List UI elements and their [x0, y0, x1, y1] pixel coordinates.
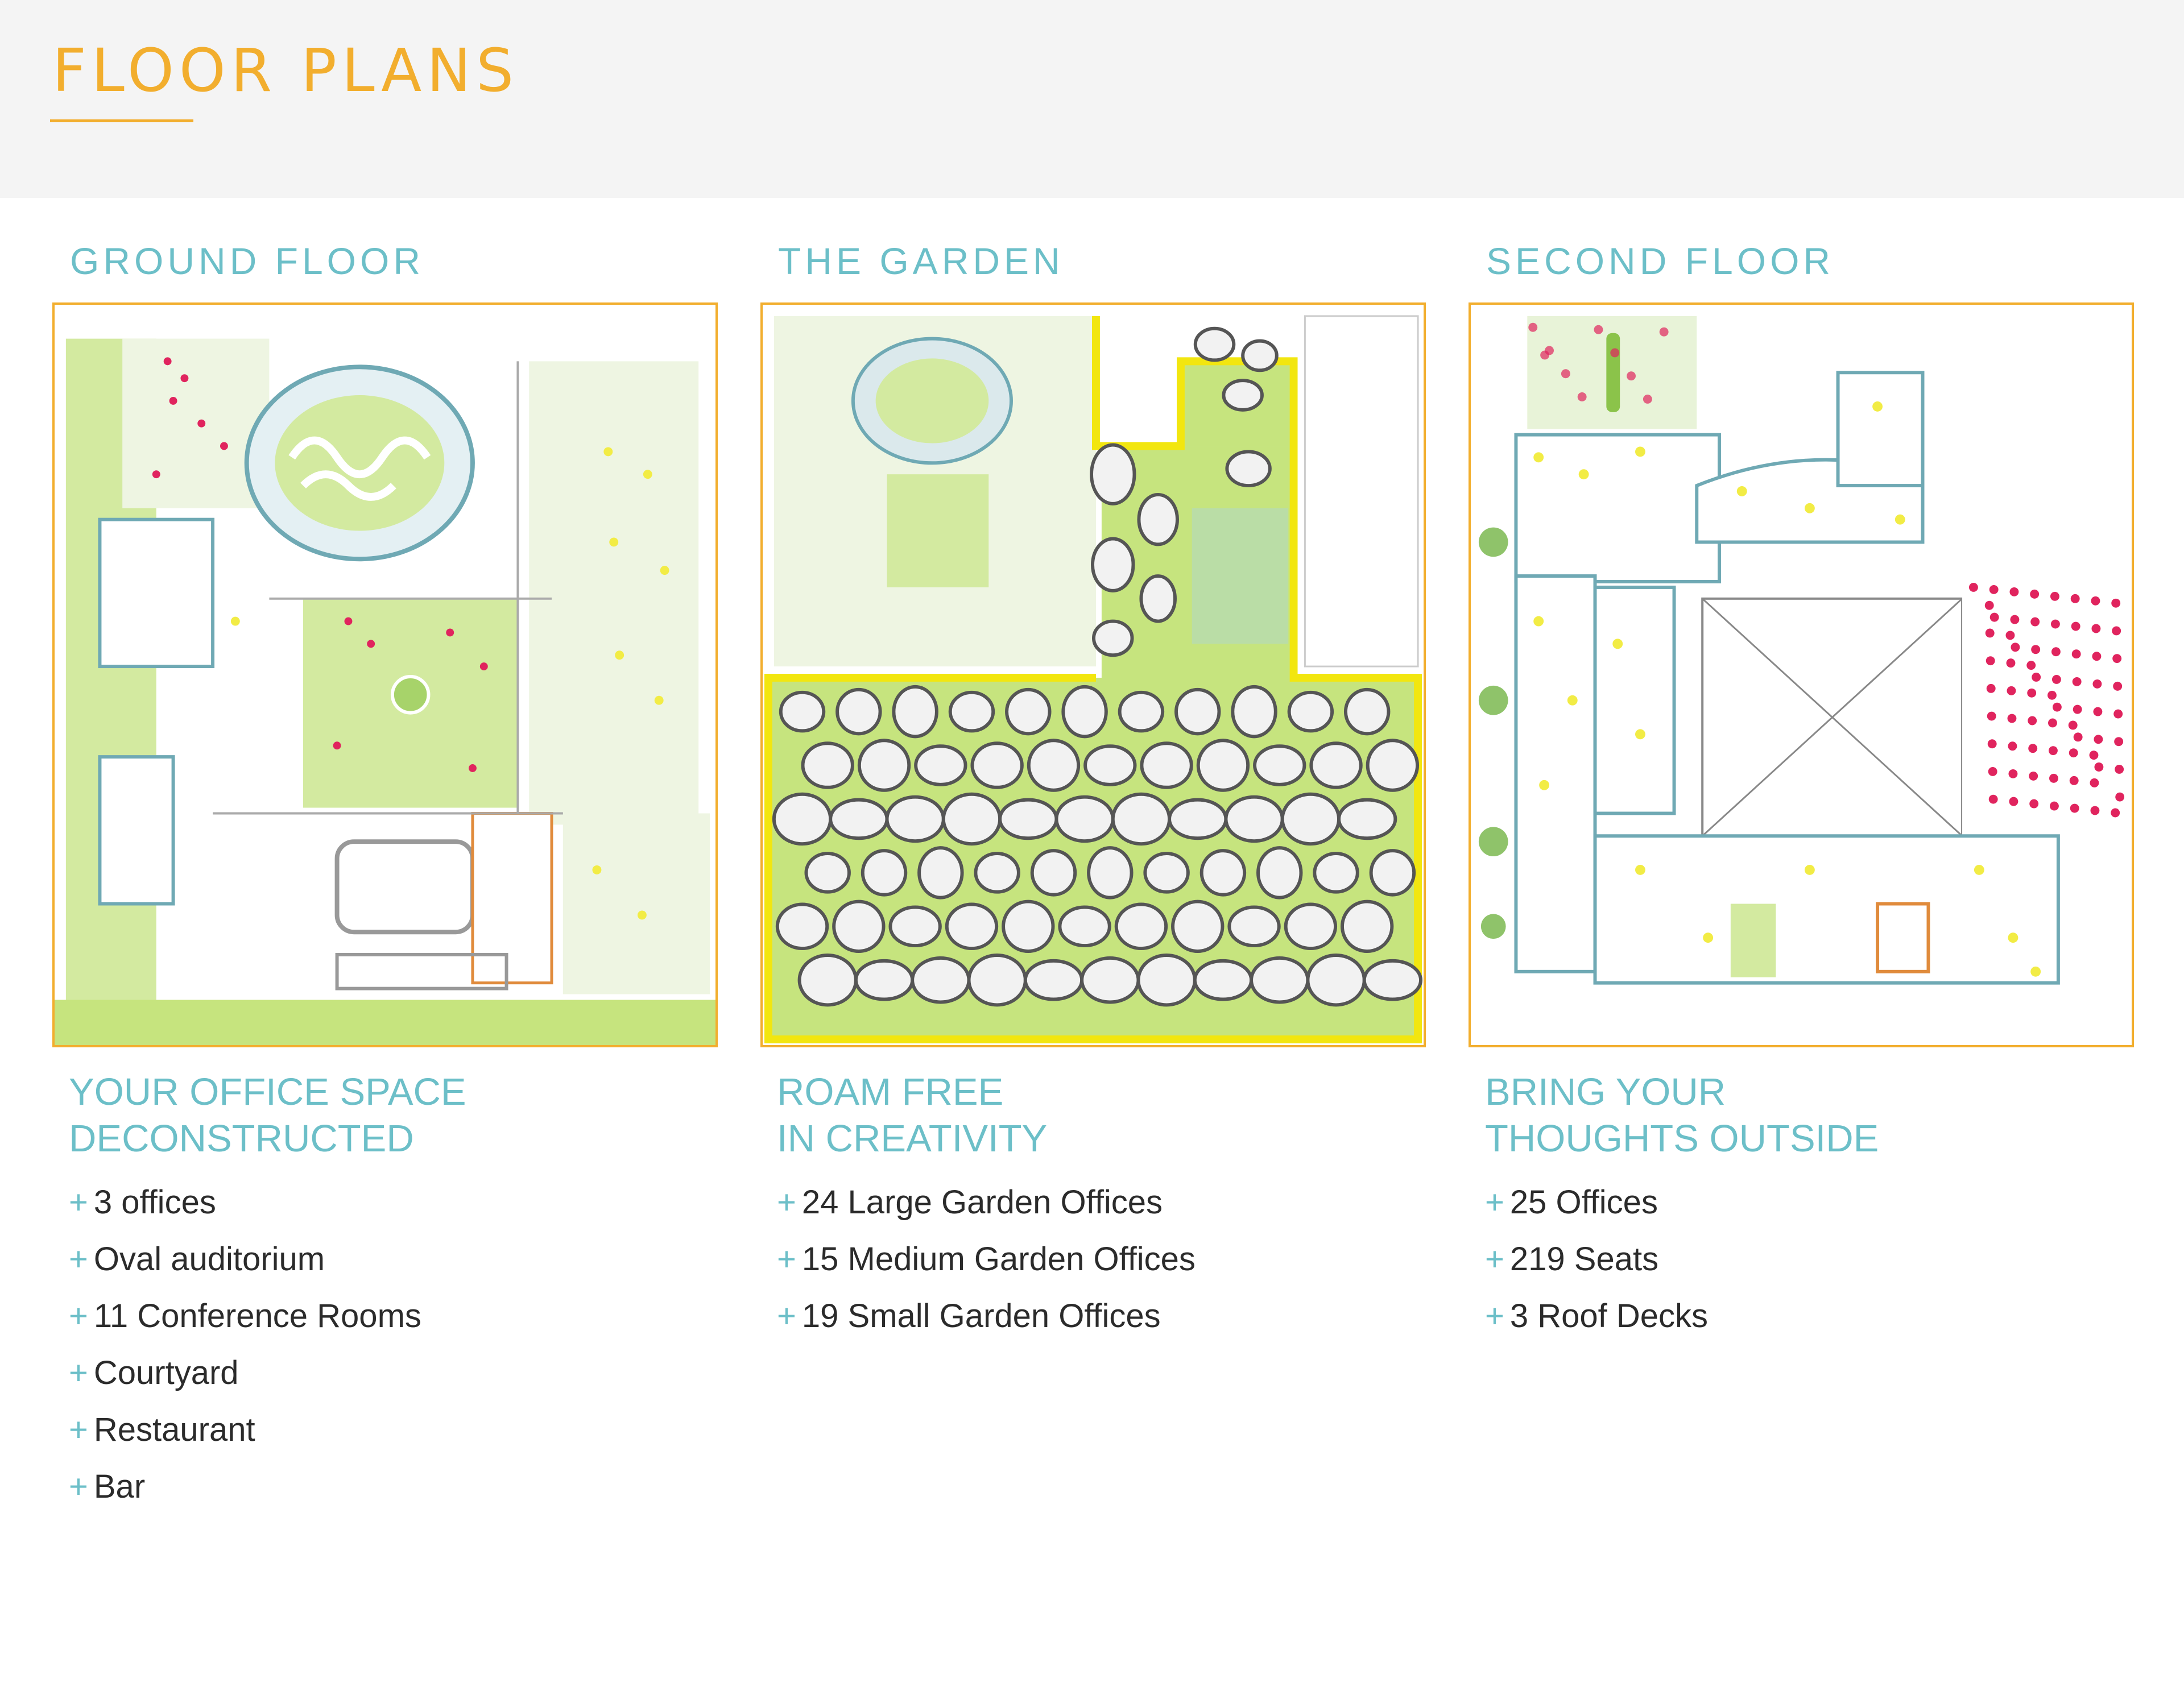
section-tagline: ROAM FREE IN CREATIVITY — [777, 1069, 1047, 1162]
feature-text: 219 Seats — [1509, 1241, 1659, 1278]
plus-icon: + — [69, 1298, 88, 1334]
feature-item: +11 Conference Rooms — [69, 1294, 421, 1350]
feature-text: 3 offices — [93, 1184, 216, 1221]
section-tagline: BRING YOUR THOUGHTS OUTSIDE — [1485, 1069, 1879, 1162]
feature-item: +3 Roof Decks — [1485, 1294, 1708, 1350]
feature-item: +19 Small Garden Offices — [777, 1294, 1196, 1350]
plus-icon: + — [777, 1241, 796, 1278]
ground-floor-plan — [52, 302, 718, 1047]
second-floor-plan-drawing — [1471, 305, 2132, 1045]
feature-text: Courtyard — [93, 1354, 239, 1391]
feature-item: +15 Medium Garden Offices — [777, 1237, 1196, 1294]
feature-text: 15 Medium Garden Offices — [801, 1241, 1196, 1278]
feature-list: +3 offices +Oval auditorium +11 Conferen… — [69, 1180, 421, 1521]
feature-list: +24 Large Garden Offices +15 Medium Gard… — [777, 1180, 1196, 1350]
feature-text: Oval auditorium — [93, 1241, 325, 1278]
feature-text: 24 Large Garden Offices — [801, 1184, 1163, 1221]
ground-floor-plan-drawing — [55, 305, 715, 1045]
feature-item: +Courtyard — [69, 1350, 421, 1407]
feature-item: +Bar — [69, 1464, 421, 1521]
plus-icon: + — [69, 1468, 88, 1505]
plus-icon: + — [69, 1241, 88, 1278]
tagline-line: DECONSTRUCTED — [69, 1117, 414, 1160]
tagline-line: THOUGHTS OUTSIDE — [1485, 1117, 1879, 1160]
section-heading: THE GARDEN — [778, 240, 1064, 282]
tagline-line: ROAM FREE — [777, 1071, 1004, 1113]
plus-icon: + — [777, 1184, 796, 1221]
feature-item: +Oval auditorium — [69, 1237, 421, 1294]
section-heading: GROUND FLOOR — [70, 240, 425, 282]
feature-item: +24 Large Garden Offices — [777, 1180, 1196, 1237]
tagline-line: IN CREATIVITY — [777, 1117, 1048, 1160]
plus-icon: + — [69, 1354, 88, 1391]
page-title: FLOOR PLANS — [52, 36, 519, 105]
feature-item: +Restaurant — [69, 1407, 421, 1464]
second-floor-plan — [1469, 302, 2134, 1047]
garden-plan-drawing — [763, 305, 1424, 1045]
plus-icon: + — [1485, 1184, 1504, 1221]
feature-item: +3 offices — [69, 1180, 421, 1237]
tagline-line: YOUR OFFICE SPACE — [69, 1071, 466, 1113]
feature-text: 19 Small Garden Offices — [801, 1298, 1161, 1334]
section-tagline: YOUR OFFICE SPACE DECONSTRUCTED — [69, 1069, 466, 1162]
plus-icon: + — [1485, 1241, 1504, 1278]
feature-text: 25 Offices — [1509, 1184, 1658, 1221]
feature-text: 11 Conference Rooms — [93, 1298, 421, 1334]
feature-item: +219 Seats — [1485, 1237, 1708, 1294]
plus-icon: + — [69, 1411, 88, 1448]
feature-text: 3 Roof Decks — [1509, 1298, 1709, 1334]
feature-text: Restaurant — [93, 1411, 255, 1448]
tagline-line: BRING YOUR — [1485, 1071, 1726, 1113]
garden-plan — [760, 302, 1426, 1047]
feature-item: +25 Offices — [1485, 1180, 1708, 1237]
feature-list: +25 Offices +219 Seats +3 Roof Decks — [1485, 1180, 1708, 1350]
page-header: FLOOR PLANS — [0, 0, 2184, 198]
plus-icon: + — [777, 1298, 796, 1334]
feature-text: Bar — [93, 1468, 146, 1505]
title-underline — [50, 119, 193, 122]
plus-icon: + — [1485, 1298, 1504, 1334]
plus-icon: + — [69, 1184, 88, 1221]
section-heading: SECOND FLOOR — [1486, 240, 1835, 282]
